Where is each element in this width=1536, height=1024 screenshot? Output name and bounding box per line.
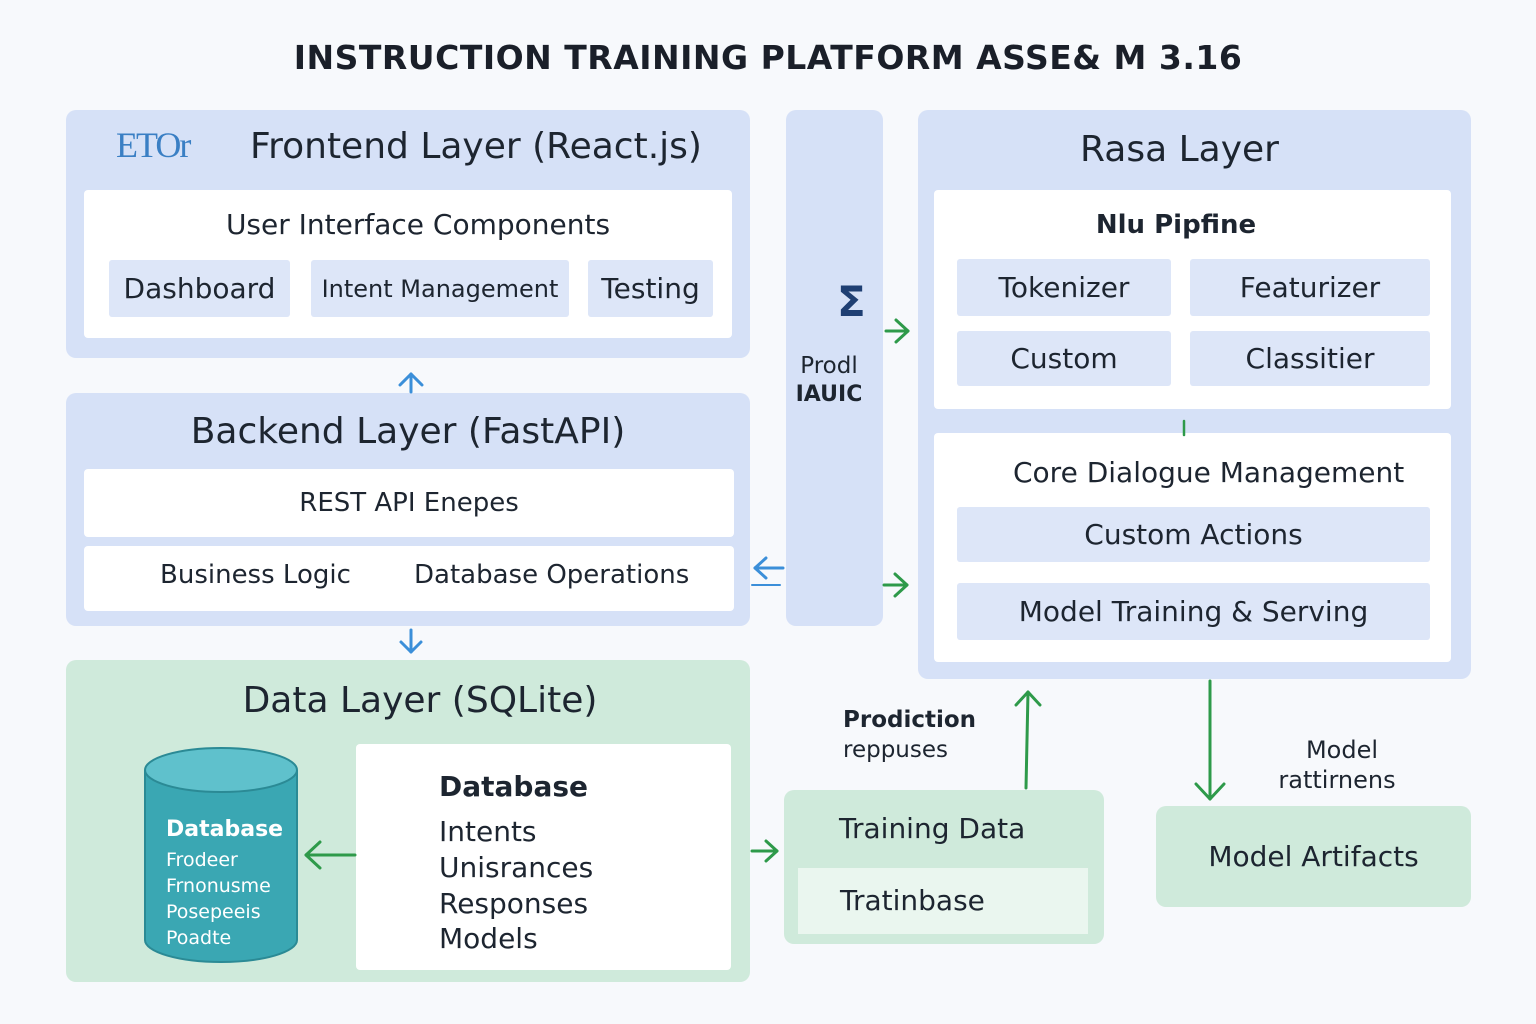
database-box-item: Unisrances <box>439 851 594 884</box>
database-cylinder-icon <box>144 747 298 963</box>
frontend-layer-title: Frontend Layer (React.js) <box>250 126 702 167</box>
featurizer-chip[interactable]: Featurizer <box>1190 259 1430 316</box>
cylinder-item: Frnonusme <box>166 875 271 897</box>
logic-ops-box <box>84 546 734 611</box>
connector-label-line2: IAUIC <box>795 381 863 407</box>
model-label-line1: Model <box>1305 736 1379 764</box>
arrow-backend-to-data <box>399 628 423 654</box>
arrow-connector-to-nlu <box>884 318 910 344</box>
custom-chip[interactable]: Custom <box>957 331 1171 386</box>
testing-chip[interactable]: Testing <box>588 260 713 317</box>
database-box-item: Intents <box>439 815 537 848</box>
prediction-label-line2: reppuses <box>843 737 948 763</box>
database-box-item: Responses <box>439 887 589 920</box>
nlu-pipeline-title: Nlu Pipfine <box>1095 210 1257 240</box>
tokenizer-chip[interactable]: Tokenizer <box>957 259 1171 316</box>
model-training-serving-chip[interactable]: Model Training & Serving <box>957 583 1430 640</box>
arrow-connector-to-backend <box>751 556 785 586</box>
database-box-title: Database <box>439 770 589 803</box>
core-dialogue-title: Core Dialogue Management <box>1013 456 1405 489</box>
training-data-inner-box: Tratinbase <box>798 868 1088 934</box>
arrow-backend-to-frontend <box>398 372 424 394</box>
connector-label-line1: Prodl <box>800 353 858 379</box>
cylinder-item: Posepeeis <box>166 901 261 923</box>
database-box-item: Models <box>439 922 538 955</box>
classifier-chip[interactable]: Classitier <box>1190 331 1430 386</box>
ui-components-title: User Interface Components <box>225 207 611 241</box>
database-box <box>356 744 731 970</box>
cylinder-item: Poadte <box>166 927 232 949</box>
model-artifacts-panel: Model Artifacts <box>1156 806 1471 907</box>
training-data-title: Training Data <box>839 812 1026 845</box>
model-label-line2: rattirnens <box>1278 766 1396 794</box>
arrow-training-to-rasa <box>1014 690 1042 790</box>
backend-layer-title: Backend Layer (FastAPI) <box>190 410 626 452</box>
dashboard-chip[interactable]: Dashboard <box>109 260 290 317</box>
cylinder-title: Database <box>166 817 284 842</box>
rest-api-box: REST API Enepes <box>84 469 734 537</box>
business-logic-label: Business Logic <box>160 560 351 590</box>
rasa-layer-title: Rasa Layer <box>1080 128 1279 170</box>
connector-icon: Σ <box>803 277 866 326</box>
arrow-connector-to-core <box>882 572 909 598</box>
frontend-logo-icon: ETOr <box>116 125 191 165</box>
database-operations-label: Database Operations <box>414 560 690 590</box>
cylinder-item: Frodeer <box>166 849 238 871</box>
prediction-label-line1: Prodiction <box>843 707 977 733</box>
arrow-data-to-training <box>750 839 779 863</box>
arrow-rasa-to-artifacts <box>1194 679 1226 801</box>
api-connector-column <box>786 110 883 626</box>
page-title: INSTRUCTION TRAINING PLATFORM ASSE& M 3.… <box>293 38 1243 77</box>
intent-management-chip[interactable]: Intent Management <box>311 260 569 317</box>
arrow-box-to-cylinder <box>304 840 357 870</box>
data-layer-title: Data Layer (SQLite) <box>242 679 598 721</box>
custom-actions-chip[interactable]: Custom Actions <box>957 507 1430 562</box>
